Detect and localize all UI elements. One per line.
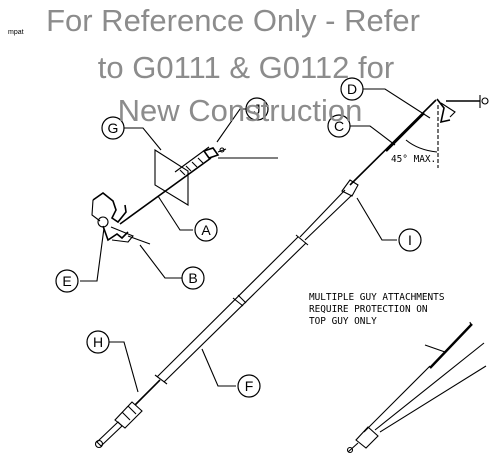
callout-E: E: [55, 269, 79, 293]
callout-I: I: [398, 228, 422, 252]
callout-leaders: [80, 88, 431, 393]
plate-and-bolt-detail: [91, 146, 278, 245]
note-line-1: MULTIPLE GUY ATTACHMENTS: [309, 292, 445, 303]
watermark-line-2: to G0111 & G0112 for: [98, 50, 394, 85]
callout-D-label: D: [347, 81, 357, 97]
callout-J-label: J: [254, 101, 261, 117]
note-line-3: TOP GUY ONLY: [309, 316, 377, 327]
guy-wire-assembly: [94, 99, 437, 449]
callout-H-label: H: [93, 334, 103, 350]
watermark-line-1: For Reference Only - Refer: [46, 3, 420, 38]
callout-B: B: [181, 266, 205, 290]
callout-G: G: [101, 116, 125, 140]
angle-label: 45° MAX.: [391, 154, 436, 165]
callout-C: C: [327, 114, 351, 138]
callout-A: A: [194, 218, 218, 242]
watermark: For Reference Only - Refer to G0111 & G0…: [46, 3, 420, 128]
watermark-line-3: New Construction: [118, 93, 363, 128]
callout-A-label: A: [201, 222, 211, 238]
callout-I-label: I: [408, 232, 412, 248]
note-line-2: REQUIRE PROTECTION ON: [309, 304, 428, 315]
multiple-guy-detail: MULTIPLE GUY ATTACHMENTS REQUIRE PROTECT…: [309, 292, 487, 454]
callout-F-label: F: [245, 378, 254, 394]
callout-D: D: [340, 77, 364, 101]
callout-H: H: [86, 330, 110, 354]
pole-attachment: 45° MAX.: [385, 95, 489, 168]
callout-G-label: G: [108, 120, 119, 136]
callout-C-label: C: [334, 118, 344, 134]
corner-text: mpat: [8, 29, 24, 36]
callout-E-label: E: [62, 273, 71, 289]
callout-B-label: B: [188, 270, 197, 286]
callout-J: J: [245, 97, 269, 121]
callout-F: F: [237, 374, 261, 398]
